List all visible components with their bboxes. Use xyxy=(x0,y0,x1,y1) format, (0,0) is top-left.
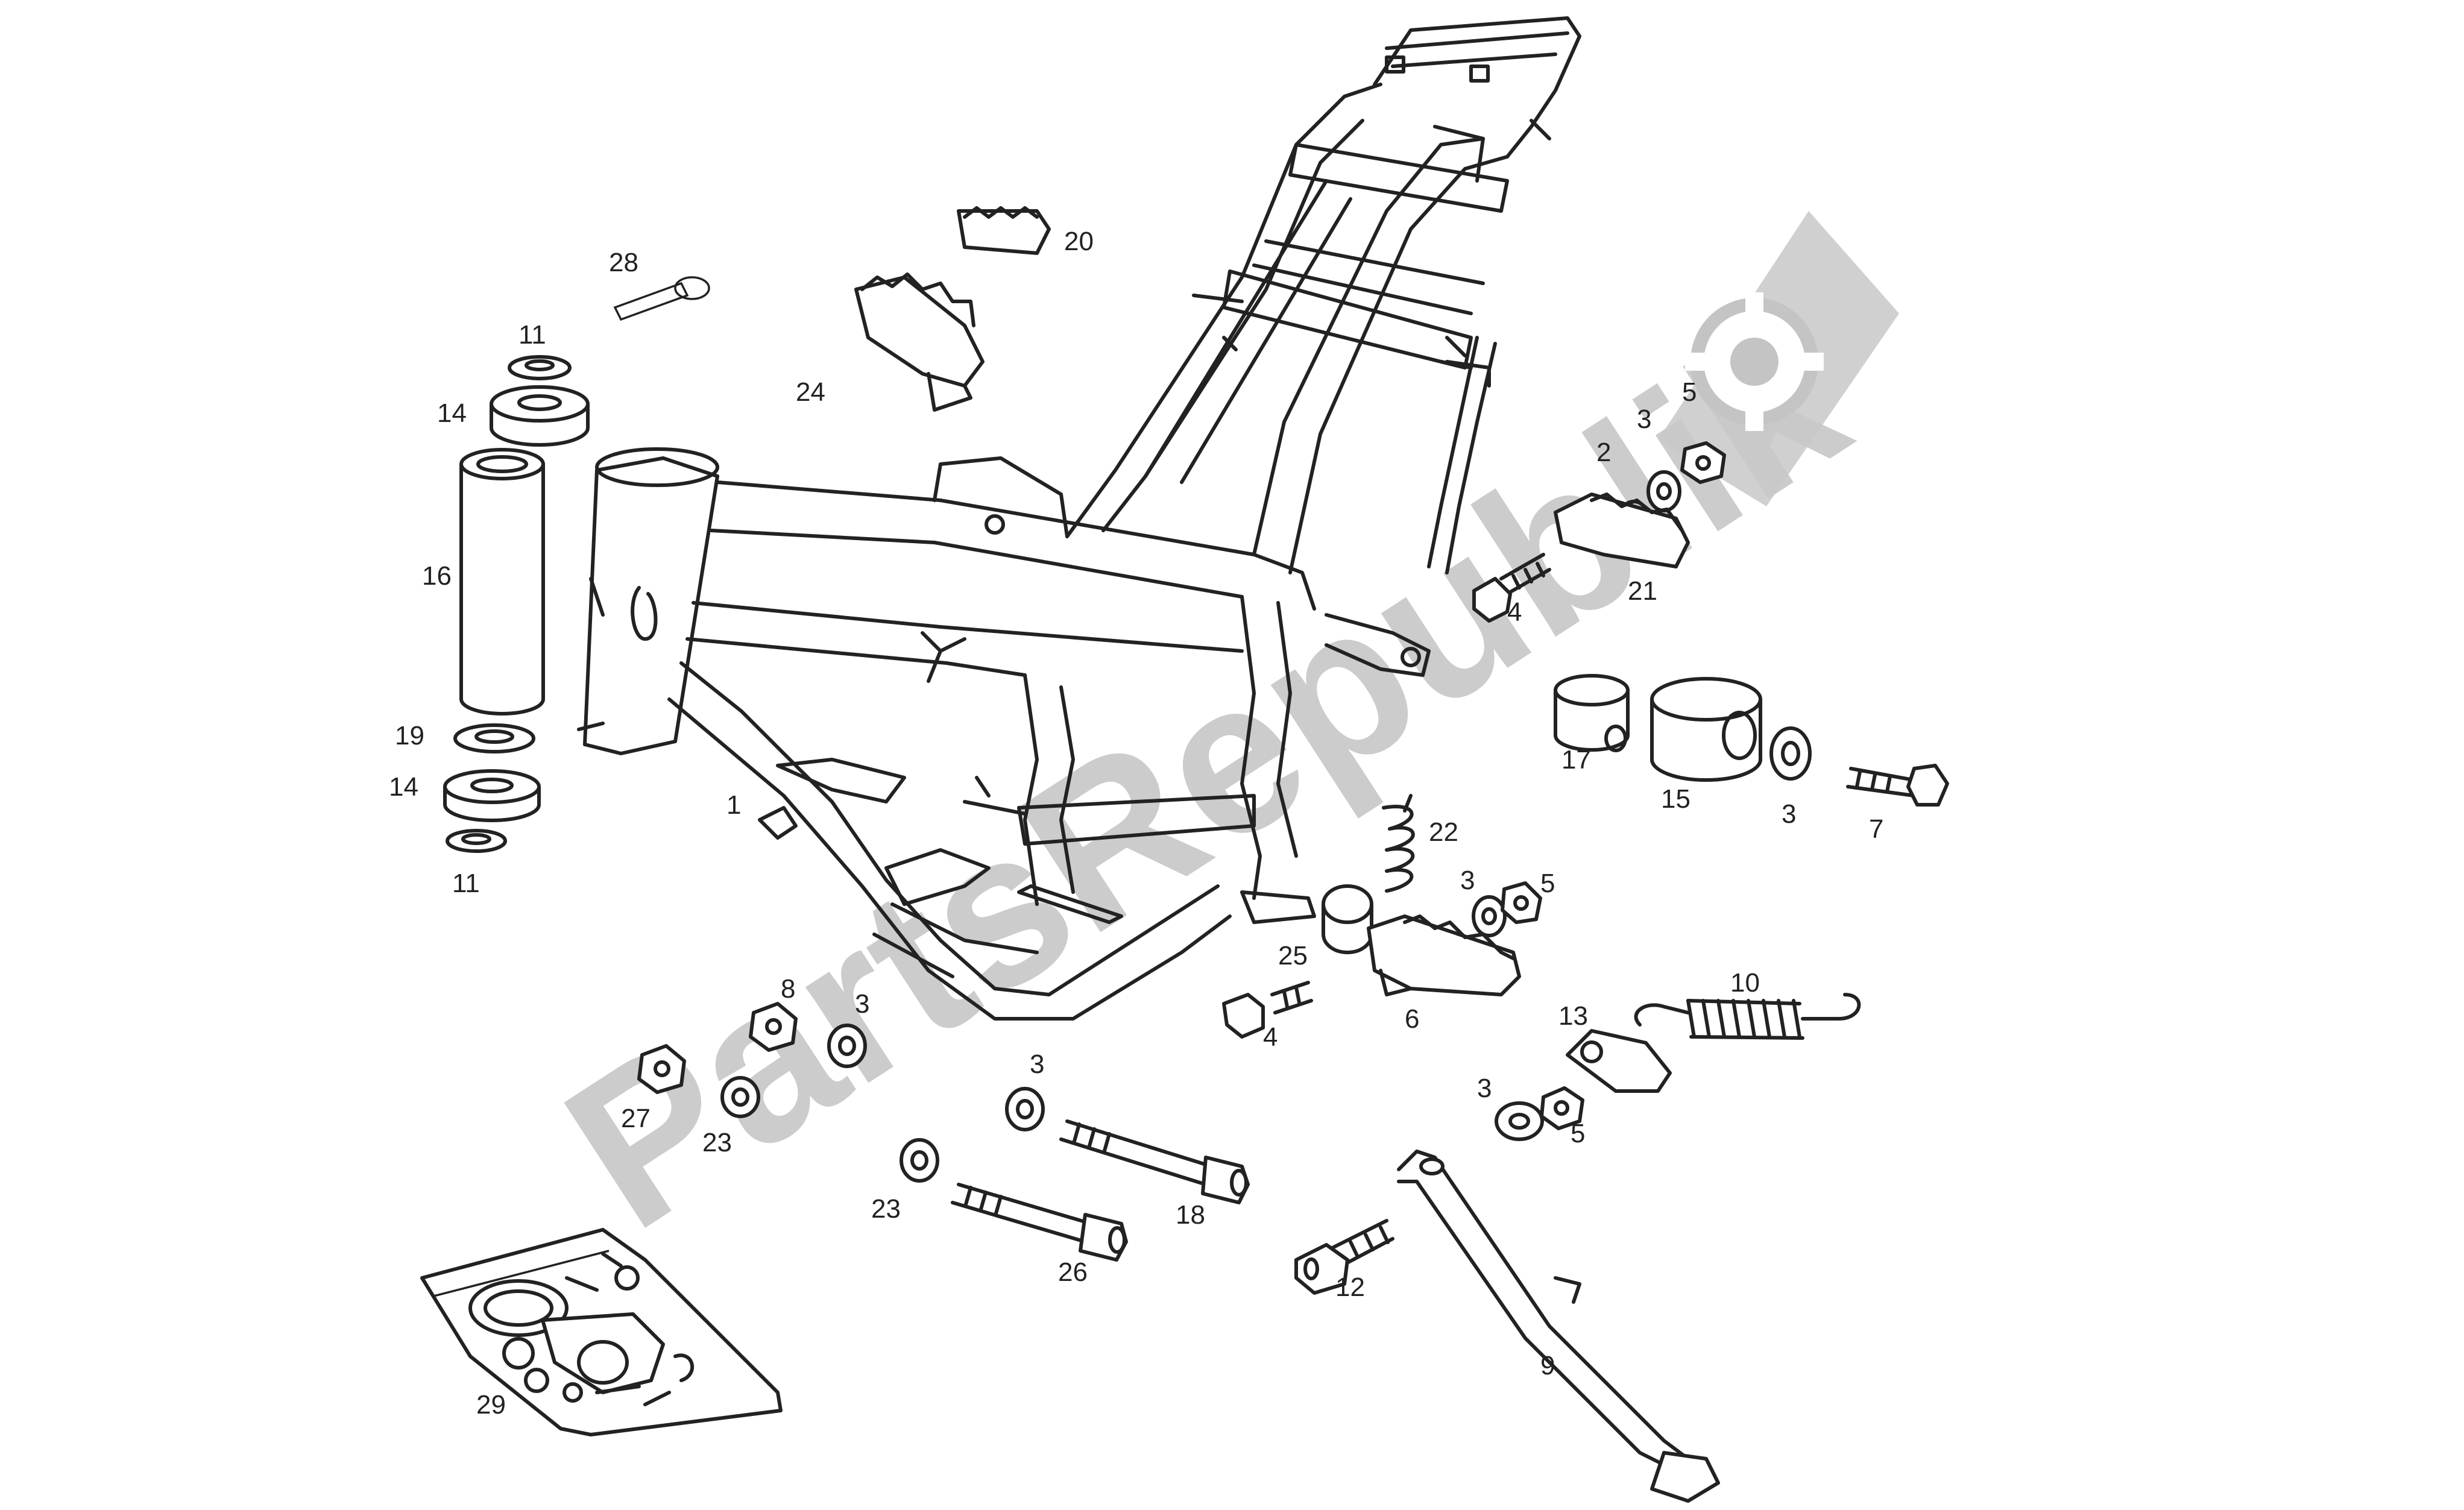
part-28-key xyxy=(613,276,710,321)
part-9-side-stand xyxy=(1397,1150,1720,1503)
callout-23-lower: 23 xyxy=(871,1194,901,1224)
callout-9: 9 xyxy=(1540,1351,1555,1380)
callout-7: 7 xyxy=(1869,814,1883,844)
part-13-plate xyxy=(1566,1029,1672,1093)
part-6-footpeg xyxy=(1367,914,1521,996)
part-7-bolt xyxy=(1846,764,1949,807)
part-22-spring xyxy=(1382,794,1415,893)
callout-28: 28 xyxy=(609,248,638,277)
part-11-washer-top xyxy=(508,355,572,380)
part-14-bearing-top xyxy=(490,385,590,447)
callout-6: 6 xyxy=(1405,1004,1419,1034)
part-4-bolt-bottom xyxy=(1222,981,1313,1039)
callout-4-bottom: 4 xyxy=(1263,1022,1278,1052)
callout-3-small: 3 xyxy=(1460,866,1475,895)
part-24-footpeg xyxy=(854,272,985,412)
callout-18: 18 xyxy=(1176,1200,1205,1230)
part-3-washer-mid xyxy=(1769,726,1812,781)
callout-4-top: 4 xyxy=(1507,597,1522,627)
part-21-footpeg xyxy=(1554,492,1690,568)
part-10-spring xyxy=(1634,993,1861,1040)
callout-12: 12 xyxy=(1335,1272,1365,1302)
callout-24: 24 xyxy=(796,377,825,407)
callout-25: 25 xyxy=(1278,941,1308,970)
part-25-bushing xyxy=(1322,884,1373,954)
callout-23-left: 23 xyxy=(702,1128,732,1157)
part-3-washer-top xyxy=(1646,470,1681,512)
part-23-washer-lower xyxy=(900,1138,939,1183)
part-15-roller xyxy=(1650,677,1762,782)
callout-22: 22 xyxy=(1429,817,1458,847)
callout-3-top: 3 xyxy=(1637,404,1651,434)
part-5-nut-mid xyxy=(1501,881,1542,924)
part-4-bolt-top xyxy=(1472,553,1551,623)
part-12-bolt xyxy=(1294,1219,1394,1295)
main-frame xyxy=(577,16,1581,1021)
part-27-nut xyxy=(637,1044,686,1094)
callout-3-mid: 3 xyxy=(1782,799,1796,829)
part-3-washer-left xyxy=(827,1024,867,1068)
gear-icon xyxy=(1658,211,1899,506)
callout-20: 20 xyxy=(1064,227,1094,256)
callout-14-bottom: 14 xyxy=(389,772,418,802)
callout-15: 15 xyxy=(1661,784,1690,814)
part-29-hardware-kit xyxy=(420,1228,783,1436)
part-3-washer-small xyxy=(1472,895,1507,937)
callout-17: 17 xyxy=(1561,745,1591,775)
callout-16: 16 xyxy=(422,561,452,591)
callout-2: 2 xyxy=(1596,438,1611,467)
callout-8: 8 xyxy=(781,974,795,1004)
part-20-footpeg xyxy=(957,206,1051,255)
part-3-washer-bottom xyxy=(1495,1101,1544,1141)
part-8-nut xyxy=(749,1002,798,1052)
callout-11-bottom: 11 xyxy=(452,869,480,898)
part-3-washer-lower xyxy=(1005,1087,1045,1131)
part-23-washer-left xyxy=(720,1076,760,1118)
callout-5-top: 5 xyxy=(1682,377,1697,407)
part-26-bolt xyxy=(951,1183,1128,1262)
callout-labels: 1 2 3 3 3 3 3 3 4 4 5 5 5 6 7 8 9 10 11 … xyxy=(389,227,1883,1420)
part-11-washer-bottom xyxy=(446,829,507,853)
callout-14-top: 14 xyxy=(437,398,467,428)
part-5-nut-bottom xyxy=(1540,1086,1584,1130)
callout-21: 21 xyxy=(1628,576,1657,606)
part-5-nut-top xyxy=(1680,441,1726,484)
callout-29: 29 xyxy=(476,1390,506,1420)
callout-11-top: 11 xyxy=(518,320,546,350)
callout-5-bottom: 5 xyxy=(1571,1119,1585,1148)
part-16-steering-tube xyxy=(459,448,545,716)
callout-27: 27 xyxy=(621,1104,651,1133)
part-17-bushing xyxy=(1554,674,1630,752)
callout-13: 13 xyxy=(1558,1001,1588,1031)
part-14-bearing-bottom xyxy=(443,769,541,822)
part-18-axle-bolt xyxy=(1059,1119,1250,1204)
callout-10: 10 xyxy=(1730,968,1760,998)
callout-26: 26 xyxy=(1058,1257,1088,1287)
callout-5-mid: 5 xyxy=(1540,869,1555,898)
callout-19: 19 xyxy=(395,721,424,750)
callout-3-bottom: 3 xyxy=(1477,1074,1492,1103)
callout-3-lower: 3 xyxy=(1030,1049,1044,1079)
part-19-ring xyxy=(453,723,535,753)
callout-1: 1 xyxy=(726,790,741,820)
callout-3-left: 3 xyxy=(855,989,869,1019)
